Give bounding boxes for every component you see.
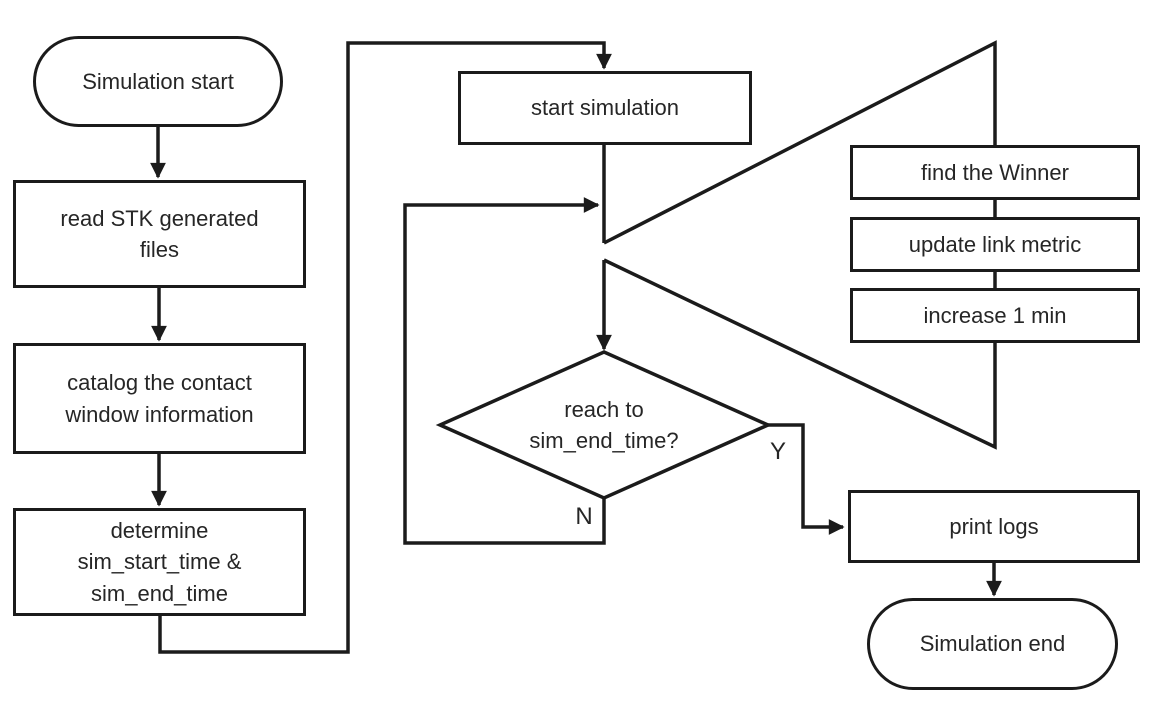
node-reach-end-decision: reach to sim_end_time? [529, 396, 679, 453]
node-start-simulation: start simulation [458, 71, 752, 145]
node-determine-times: determine sim_start_time & sim_end_time [13, 508, 306, 616]
branch-label-no: N [575, 503, 593, 530]
branch-label-yes: Y [769, 438, 786, 465]
edge-increase-return [603, 258, 997, 450]
node-increase-1-min: increase 1 min [850, 288, 1140, 343]
node-simulation-end: Simulation end [867, 598, 1118, 690]
edge-no-loop [403, 197, 606, 545]
node-catalog-contact-window: catalog the contact window information [13, 343, 306, 454]
edge-branch-to-find-winner [603, 40, 997, 245]
node-find-the-winner: find the Winner [850, 145, 1140, 200]
edge-yes-to-print-logs [766, 423, 845, 535]
node-read-stk-files: read STK generated files [13, 180, 306, 288]
edge-determine-to-start-simulation [158, 41, 612, 654]
node-update-link-metric: update link metric [850, 217, 1140, 272]
node-print-logs: print logs [848, 490, 1140, 563]
node-simulation-start: Simulation start [33, 36, 283, 127]
